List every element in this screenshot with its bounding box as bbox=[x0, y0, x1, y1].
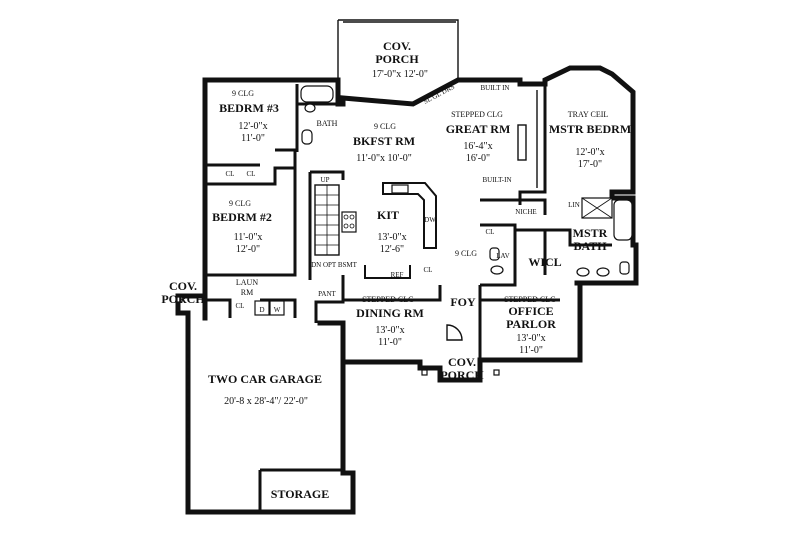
office-dim2: 11'-0" bbox=[519, 345, 543, 356]
garage-dims: 20'-8 x 28'-4"/ 22'-0" bbox=[224, 396, 308, 407]
bedrm3-name: BEDRM #3 bbox=[219, 101, 279, 115]
great-dim1: 16'-4"x bbox=[463, 141, 492, 152]
fireplace-icon bbox=[517, 124, 527, 161]
pant-label: PANT bbox=[318, 290, 336, 298]
stairs-icon bbox=[314, 184, 340, 256]
cov-porch-front-name1: COV. bbox=[448, 355, 476, 369]
dining-dim1: 13'-0"x bbox=[375, 325, 404, 336]
cov-porch-left-name2: PORCH bbox=[161, 292, 205, 306]
front-door-icon bbox=[446, 324, 463, 341]
mstr-bedrm-dim1: 12'-0"x bbox=[575, 147, 604, 158]
washer-label: W bbox=[274, 306, 281, 314]
niche-label: NICHE bbox=[515, 208, 536, 216]
dining-name: DINING RM bbox=[356, 306, 424, 320]
interior-walls bbox=[205, 84, 612, 512]
great-dim2: 16'-0" bbox=[466, 153, 490, 164]
kit-dim1: 13'-0"x bbox=[377, 232, 406, 243]
bath-name: BATH bbox=[317, 119, 338, 128]
room-labels: COV. PORCH 17'-0"x 12'-0" 9 CLG BEDRM #3… bbox=[161, 39, 631, 501]
mstr-bath-name1: MSTR bbox=[573, 226, 608, 240]
sink-icon bbox=[596, 267, 610, 277]
cl-a-label: CL bbox=[226, 170, 235, 178]
built-in-top-label: BUILT IN bbox=[481, 84, 510, 92]
cov-porch-top-name2: PORCH bbox=[375, 52, 419, 66]
porch-post bbox=[176, 296, 183, 303]
wicl-name: WICL bbox=[528, 255, 561, 269]
bedrm3-dim1: 12'-0"x bbox=[238, 121, 267, 132]
built-in-mid-label: BUILT-IN bbox=[482, 176, 511, 184]
toilet-icon bbox=[489, 247, 500, 261]
washer-icon bbox=[269, 300, 285, 316]
fixtures bbox=[176, 19, 633, 470]
dining-dim2: 11'-0" bbox=[378, 337, 402, 348]
lav-label: LAV bbox=[496, 252, 509, 260]
porch-post bbox=[493, 369, 500, 376]
bathtub-icon bbox=[300, 85, 334, 103]
kit-name: KIT bbox=[377, 208, 399, 222]
toilet-icon bbox=[301, 129, 313, 145]
kit-dim2: 12'-6" bbox=[380, 244, 404, 255]
bkfst-ceiling: 9 CLG bbox=[374, 122, 396, 131]
top-porch-outline bbox=[338, 19, 459, 80]
cov-porch-top-dims: 17'-0"x 12'-0" bbox=[372, 69, 428, 80]
porch-post bbox=[421, 369, 428, 376]
office-dim1: 13'-0"x bbox=[516, 333, 545, 344]
bedrm2-ceiling: 9 CLG bbox=[229, 199, 251, 208]
sink-icon bbox=[304, 103, 316, 113]
cov-porch-top-name1: COV. bbox=[383, 39, 411, 53]
office-name2: PARLOR bbox=[506, 317, 556, 331]
mstr-bath-name2: BATH bbox=[573, 239, 607, 253]
toilet-icon bbox=[619, 261, 630, 275]
bedrm3-dim2: 11'-0" bbox=[241, 133, 265, 144]
foy-name: FOY bbox=[450, 295, 476, 309]
laun-name2: RM bbox=[241, 288, 253, 297]
mstr-bedrm-name: MSTR BEDRM bbox=[549, 122, 631, 136]
up-label: UP bbox=[321, 176, 330, 184]
garage-name: TWO CAR GARAGE bbox=[208, 372, 322, 386]
lin-label: LIN bbox=[568, 201, 580, 209]
dryer-label: D bbox=[259, 306, 264, 314]
annotations: SL GL DRS BUILT IN BUILT-IN NICHE LIN LA… bbox=[226, 83, 580, 314]
foy-ceiling: 9 CLG bbox=[455, 249, 477, 258]
cl-d-label: CL bbox=[236, 302, 245, 310]
bkfst-name: BKFST RM bbox=[353, 134, 415, 148]
dw-label: DW bbox=[424, 216, 436, 224]
kitchen-counter-lower bbox=[364, 265, 411, 279]
sink-icon bbox=[576, 267, 590, 277]
dryer-icon bbox=[254, 300, 270, 316]
kitchen-counter bbox=[382, 182, 437, 249]
storage-name: STORAGE bbox=[271, 487, 329, 501]
laun-name1: LAUN bbox=[236, 278, 258, 287]
sink-icon bbox=[490, 265, 504, 275]
great-name: GREAT RM bbox=[446, 122, 511, 136]
ref-label: REF bbox=[391, 271, 404, 279]
bathtub-icon bbox=[613, 199, 633, 241]
sink-icon bbox=[391, 184, 409, 194]
cov-porch-left-name1: COV. bbox=[169, 279, 197, 293]
mstr-bedrm-ceiling: TRAY CEIL bbox=[568, 110, 609, 119]
bedrm2-dim1: 11'-0"x bbox=[234, 232, 263, 243]
bedrm3-ceiling: 9 CLG bbox=[232, 89, 254, 98]
cov-porch-front-name2: PORCH bbox=[440, 368, 484, 382]
bedrm2-name: BEDRM #2 bbox=[212, 210, 272, 224]
dining-ceiling: STEPPED CLG bbox=[362, 295, 414, 304]
mstr-bedrm-dim2: 17'-0" bbox=[578, 159, 602, 170]
great-ceiling: STEPPED CLG bbox=[451, 110, 503, 119]
dn-attic-label: DN OPT BSMT bbox=[311, 261, 357, 269]
cl-c-label: CL bbox=[486, 228, 495, 236]
bkfst-dims: 11'-0"x 10'-0" bbox=[356, 153, 412, 164]
exterior-walls bbox=[175, 65, 639, 515]
cl-b-label: CL bbox=[247, 170, 256, 178]
cl-e-label: CL bbox=[424, 266, 433, 274]
bedrm2-dim2: 12'-0" bbox=[236, 244, 260, 255]
range-icon bbox=[341, 211, 357, 233]
office-ceiling: STEPPED CLG bbox=[504, 295, 556, 304]
office-name1: OFFICE bbox=[508, 304, 553, 318]
